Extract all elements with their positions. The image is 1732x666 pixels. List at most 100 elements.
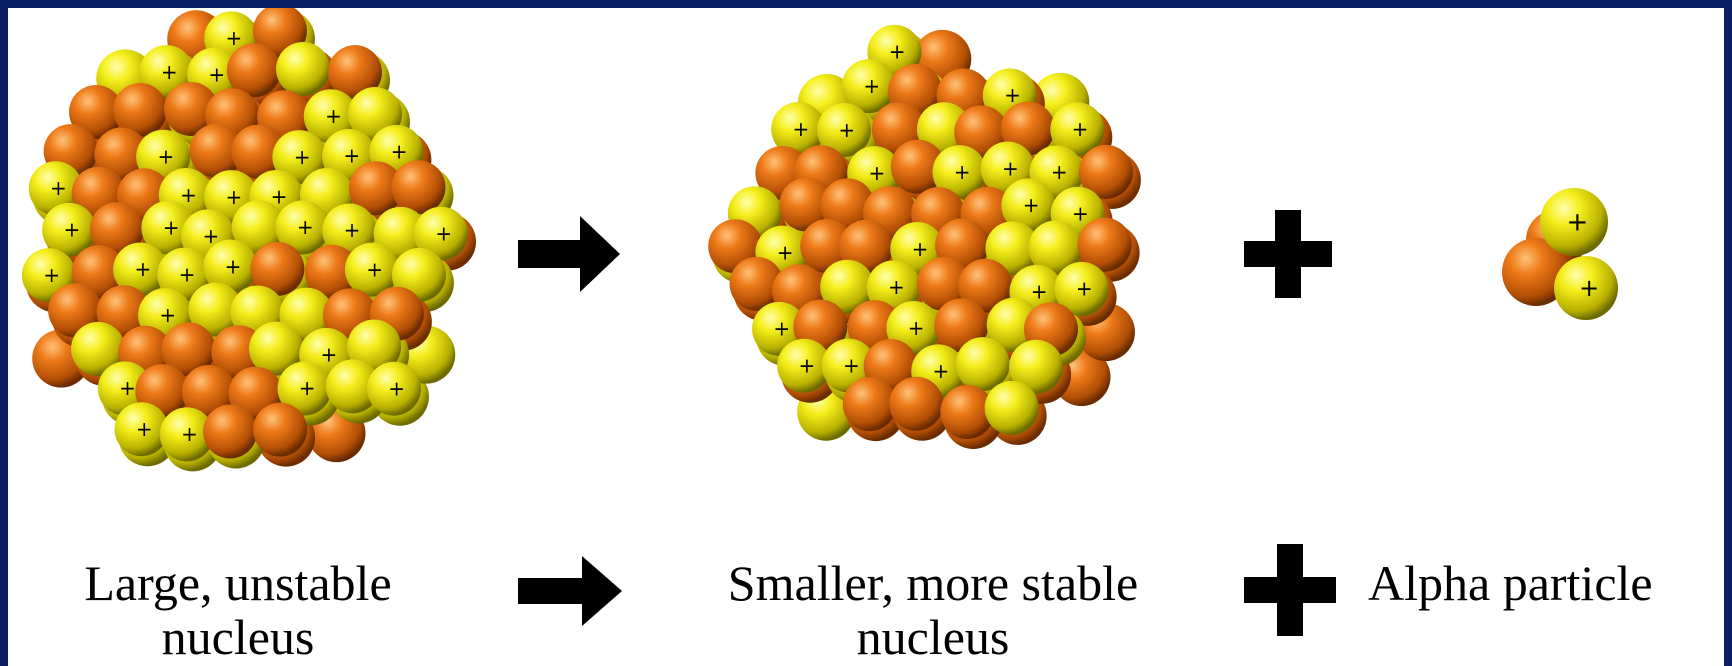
proton-plus-mark: + — [912, 237, 929, 261]
proton-sphere — [203, 239, 258, 294]
proton-plus-mark: + — [294, 145, 311, 169]
proton-sphere — [1001, 178, 1056, 233]
proton-plus-mark: + — [163, 215, 180, 239]
proton-plus-mark: + — [1579, 274, 1599, 302]
proton-plus-mark: + — [1004, 83, 1021, 107]
plus-icon — [1244, 544, 1336, 636]
proton-plus-mark: + — [1023, 193, 1040, 217]
alpha-decay-diagram: ++++++++++++++++++++++++++++++ +++++++++… — [21, 8, 1618, 472]
proton-sphere — [113, 242, 168, 297]
proton-plus-mark: + — [159, 303, 176, 327]
proton-sphere — [842, 59, 897, 114]
proton-sphere — [777, 338, 832, 393]
proton-plus-mark: + — [50, 176, 67, 200]
proton-sphere — [820, 259, 875, 314]
neutron-sphere — [231, 124, 286, 179]
proton-sphere — [1009, 339, 1064, 394]
proton-sphere — [249, 321, 304, 376]
proton-sphere — [985, 221, 1040, 276]
proton-plus-mark: + — [202, 224, 219, 248]
neutron-sphere — [226, 43, 281, 98]
neutron-sphere — [890, 139, 945, 194]
proton-sphere — [1028, 220, 1083, 275]
proton-plus-mark: + — [1072, 201, 1089, 225]
neutron-sphere — [250, 241, 305, 296]
proton-sphere — [344, 242, 399, 297]
proton-plus-mark: + — [391, 140, 408, 164]
caption-line: nucleus — [856, 609, 1010, 665]
neutron-sphere — [69, 85, 124, 140]
proton-plus-mark: + — [1072, 117, 1089, 141]
proton-plus-mark: + — [161, 60, 178, 84]
neutron-sphere — [327, 45, 382, 100]
proton-sphere — [932, 145, 987, 200]
proton-sphere — [1540, 188, 1608, 256]
proton-plus-mark: + — [933, 359, 950, 383]
neutron-sphere — [842, 377, 897, 432]
proton-plus-mark: + — [134, 257, 151, 281]
proton-plus-mark: + — [1076, 277, 1093, 301]
neutron-sphere — [89, 202, 144, 257]
proton-sphere — [771, 102, 826, 157]
proton-plus-mark: + — [63, 218, 80, 242]
proton-plus-mark: + — [888, 275, 905, 299]
neutron-sphere — [161, 322, 216, 377]
proton-plus-mark: + — [180, 183, 197, 207]
proton-plus-mark: + — [954, 160, 971, 184]
neutron-sphere — [916, 256, 971, 311]
caption-line: Alpha particle — [1368, 555, 1653, 611]
neutron-sphere — [203, 404, 258, 459]
proton-plus-mark: + — [297, 215, 314, 239]
proton-plus-mark: + — [226, 26, 243, 50]
proton-plus-mark: + — [366, 257, 383, 281]
proton-sphere — [955, 337, 1010, 392]
large-unstable-nucleus: ++++++++++++++++++++++++++++++ — [21, 8, 477, 472]
caption-large-unstable-nucleus: Large, unstable nucleus — [18, 556, 458, 664]
proton-sphere — [1050, 102, 1105, 157]
neutron-sphere — [113, 82, 168, 137]
proton-sphere — [42, 202, 97, 257]
proton-plus-mark: + — [777, 240, 794, 264]
caption-smaller-stable-nucleus: Smaller, more stable nucleus — [668, 556, 1198, 664]
proton-plus-mark: + — [435, 221, 452, 245]
proton-plus-mark: + — [299, 376, 316, 400]
proton-plus-mark: + — [908, 316, 925, 340]
proton-plus-mark: + — [181, 422, 198, 446]
neutron-sphere — [958, 258, 1013, 313]
plus-icon — [1244, 210, 1332, 298]
proton-plus-mark: + — [43, 263, 60, 287]
neutron-sphere — [348, 161, 403, 216]
proton-sphere — [28, 161, 83, 216]
neutron-sphere — [800, 219, 855, 274]
proton-plus-mark: + — [889, 40, 906, 64]
diagram-panel: ++++++++++++++++++++++++++++++ +++++++++… — [8, 8, 1724, 666]
proton-plus-mark: + — [798, 353, 815, 377]
proton-sphere — [157, 247, 212, 302]
proton-sphere — [114, 402, 169, 457]
proton-sphere — [347, 319, 402, 374]
proton-sphere — [272, 130, 327, 185]
proton-sphere — [322, 203, 377, 258]
proton-plus-mark: + — [793, 117, 810, 141]
neutron-sphere — [253, 402, 308, 457]
proton-plus-mark: + — [225, 254, 242, 278]
caption-line: Smaller, more stable — [727, 555, 1139, 611]
neutron-sphere — [1502, 238, 1570, 306]
neutron-sphere — [1000, 101, 1055, 156]
neutron-sphere — [779, 177, 834, 232]
proton-plus-mark: + — [388, 376, 405, 400]
proton-plus-mark: + — [119, 376, 136, 400]
smaller-stable-nucleus: ++++++++++++++++++++++ — [708, 24, 1141, 450]
neutron-sphere — [940, 385, 995, 440]
proton-plus-mark: + — [271, 185, 288, 209]
neutron-sphere — [181, 364, 236, 419]
proton-sphere — [414, 206, 469, 261]
proton-sphere — [277, 361, 332, 416]
caption-alpha-particle: Alpha particle — [1368, 556, 1724, 610]
right-arrow-icon — [518, 556, 622, 626]
caption-line: nucleus — [161, 609, 315, 665]
proton-sphere — [231, 200, 286, 255]
neutron-sphere — [1077, 217, 1132, 272]
proton-plus-mark: + — [226, 185, 243, 209]
right-arrow-icon — [518, 216, 620, 292]
